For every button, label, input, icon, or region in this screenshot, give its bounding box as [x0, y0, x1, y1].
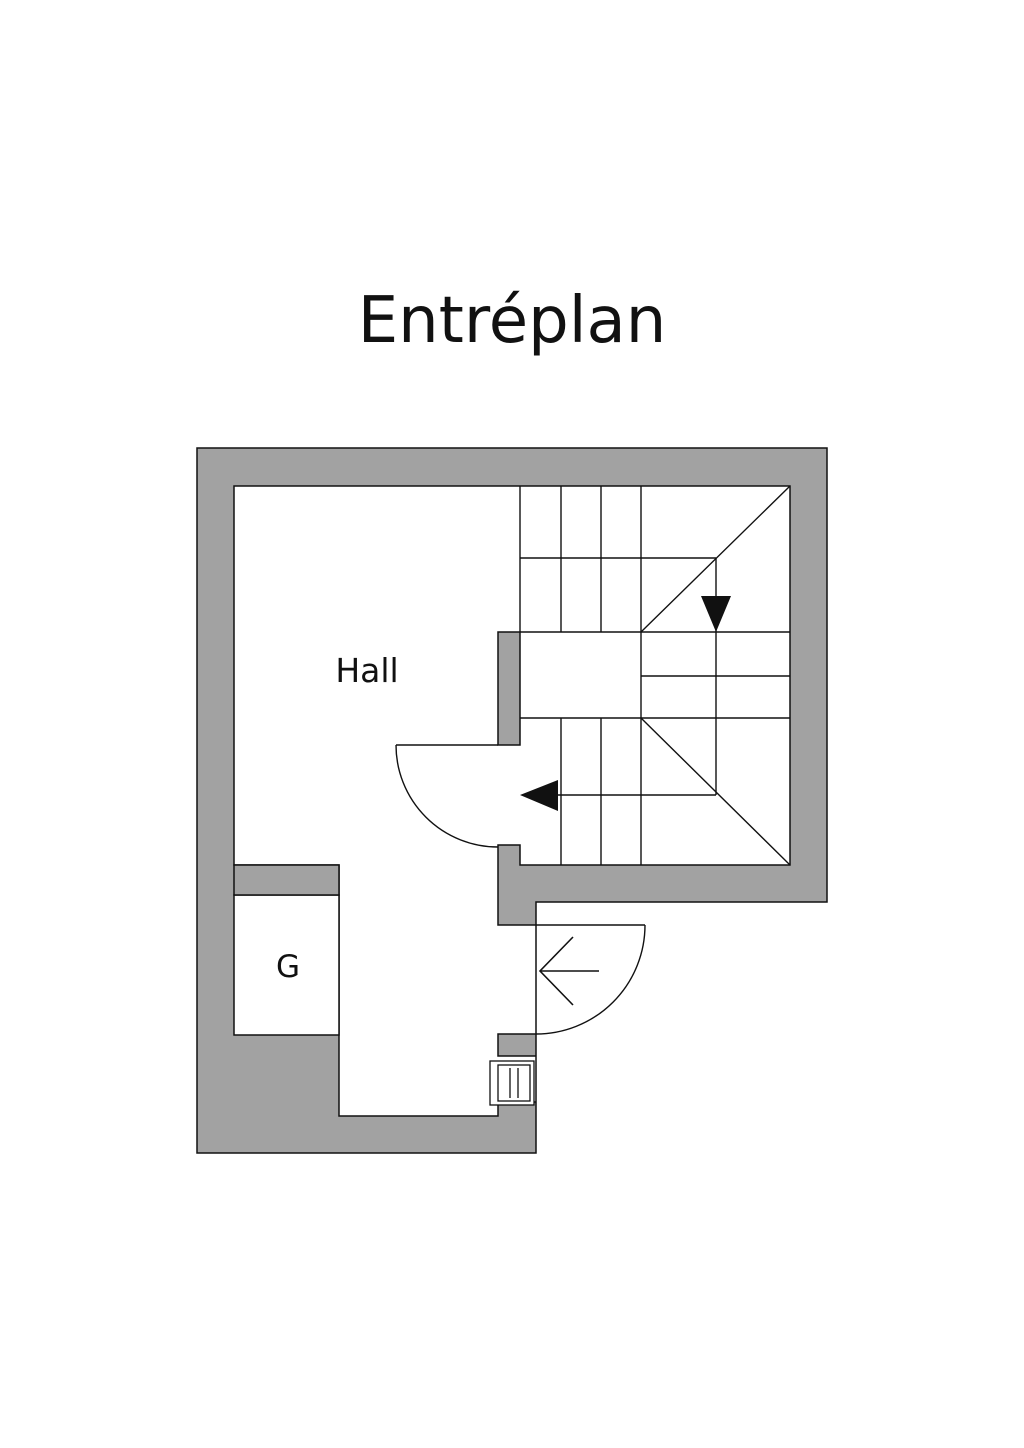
room-label-storage: G: [276, 949, 300, 985]
outer-walls: [196, 447, 828, 1154]
arrow-left-icon: [520, 780, 558, 811]
inner-door: [395, 744, 499, 848]
staircase: [519, 485, 791, 866]
entrance-arrow-icon: [538, 936, 599, 1006]
stair-wall-stub: [497, 631, 521, 746]
storage-room: [233, 894, 340, 1036]
entrance-door: [535, 924, 646, 1035]
window-icon: [489, 1060, 535, 1106]
arrow-down-icon: [701, 596, 731, 632]
storage-wall: [233, 864, 340, 896]
room-label-hall: Hall: [335, 651, 398, 690]
page-title: Entréplan: [357, 284, 667, 358]
